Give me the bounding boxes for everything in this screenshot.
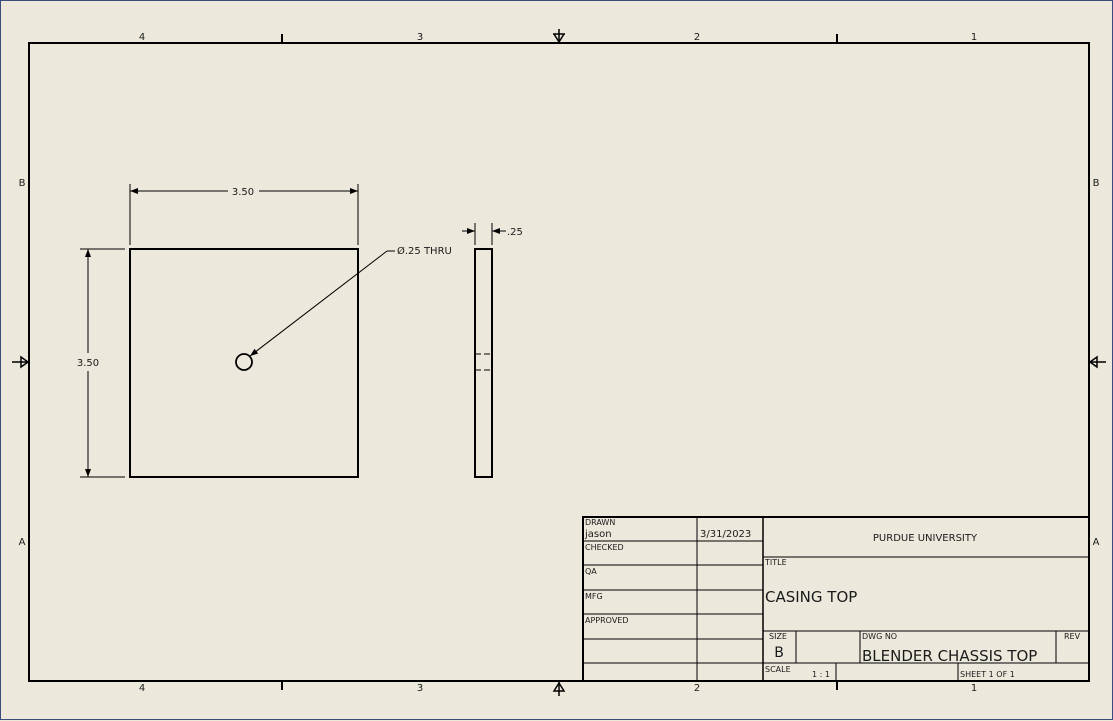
zone-label-left-a: A xyxy=(19,537,26,548)
zone-label-top-3: 3 xyxy=(417,32,423,43)
size-label: SIZE xyxy=(769,632,787,641)
size-value: B xyxy=(774,645,784,661)
height-dimension[interactable]: 3.50 xyxy=(77,248,125,478)
front-view[interactable] xyxy=(129,248,359,478)
title-block: DRAWN jason 3/31/2023 CHECKED QA MFG APP… xyxy=(582,516,1090,682)
zone-label-bottom-3: 3 xyxy=(417,683,423,694)
checked-label: CHECKED xyxy=(585,543,624,552)
scale-label: SCALE xyxy=(765,665,791,674)
approved-label: APPROVED xyxy=(585,616,629,625)
zone-label-right-b: B xyxy=(1093,178,1100,189)
hole-circle[interactable] xyxy=(235,353,253,371)
zone-label-top-4: 4 xyxy=(139,32,145,43)
scale-value: 1 : 1 xyxy=(812,670,830,679)
zone-label-top-2: 2 xyxy=(694,32,700,43)
dwg-no-label: DWG NO xyxy=(862,632,897,641)
drawing-title: CASING TOP xyxy=(765,588,857,606)
thickness-dimension[interactable]: .25 xyxy=(462,223,523,245)
qa-label: QA xyxy=(585,567,597,576)
thickness-dimension-value: .25 xyxy=(507,227,523,238)
dwg-no-value: BLENDER CHASSIS TOP xyxy=(862,647,1037,665)
height-dimension-value: 3.50 xyxy=(77,358,99,369)
mfg-label: MFG xyxy=(585,592,603,601)
hole-callout-text: Ø.25 THRU xyxy=(397,245,452,257)
zone-label-top-1: 1 xyxy=(971,32,977,43)
title-label: TITLE xyxy=(764,558,787,567)
center-mark-top-icon xyxy=(553,29,565,44)
hole-callout[interactable]: Ø.25 THRU xyxy=(249,245,452,357)
center-mark-bottom-icon xyxy=(552,681,566,696)
zone-label-right-a: A xyxy=(1093,537,1100,548)
zone-label-bottom-2: 2 xyxy=(694,683,700,694)
rev-label: REV xyxy=(1064,632,1081,641)
center-mark-right-icon xyxy=(1088,355,1106,369)
drawn-label: DRAWN xyxy=(585,518,615,527)
zone-label-left-b: B xyxy=(19,178,26,189)
drawn-date-value: 3/31/2023 xyxy=(700,529,751,540)
width-dimension-value: 3.50 xyxy=(232,187,254,198)
zone-label-bottom-1: 1 xyxy=(971,683,977,694)
zone-label-bottom-4: 4 xyxy=(139,683,145,694)
side-view[interactable] xyxy=(474,248,493,478)
width-dimension[interactable]: 3.50 xyxy=(129,184,359,245)
organization-name: PURDUE UNIVERSITY xyxy=(873,533,978,544)
sheet-number: SHEET 1 OF 1 xyxy=(960,670,1015,679)
drawing-border xyxy=(28,34,1090,690)
center-mark-left-icon xyxy=(12,355,30,369)
drawn-by-value: jason xyxy=(584,529,612,540)
